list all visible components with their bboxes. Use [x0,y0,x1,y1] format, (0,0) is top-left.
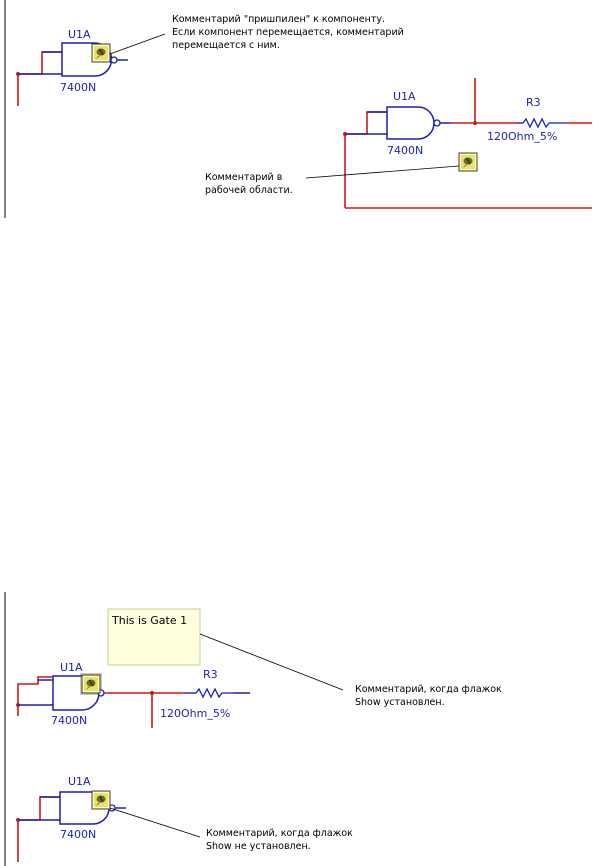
gate1-ref-label: U1A [68,28,91,41]
bottom-gate2-ref-label: U1A [68,775,91,788]
bottom-gate1-ref-label: U1A [60,661,83,674]
workspace-note-icon[interactable] [458,152,478,172]
note-workspace-line2: рабочей области. [205,185,293,196]
nand-gate-u1a-right[interactable]: U1A 7400N [343,90,451,208]
nand-gate-u1a-bottom2[interactable]: U1A 7400N [16,775,126,862]
bottom-resistor-value-label: 120Ohm_5% [160,707,230,720]
resistor-value-label: 120Ohm_5% [487,130,557,143]
gate2-ref-label: U1A [393,90,416,103]
bottom-resistor-ref-label: R3 [203,668,218,681]
note-shown-line2: Show установлен. [355,697,445,708]
note-pinned-line2: Если компонент перемещается, комментарий [172,27,404,38]
shown-note-icon[interactable] [81,674,101,694]
note-hidden-line2: Show не установлен. [206,841,311,852]
gate1-part-label: 7400N [60,81,96,94]
bottom-gate2-part-label: 7400N [60,828,96,841]
wires-bottom1 [104,691,250,728]
note-hidden-line1: Комментарий, когда флажок [206,828,353,839]
note-pinned-line3: перемещается с ним. [172,40,280,51]
note-pinned-line1: Комментарий "пришпилен" к компоненту. [172,14,385,25]
resistor-ref-label: R3 [526,96,541,109]
comment-tooltip[interactable]: This is Gate 1 [107,608,201,666]
bottom-panel: This is Gate 1 U1A 7400N R3 120Ohm_5% [4,592,502,866]
pinned-note-leader [109,33,166,55]
hidden-note-icon[interactable] [91,790,111,810]
pinned-note-icon[interactable] [91,43,111,63]
hidden-note-leader [109,807,201,838]
shown-note-leader [199,633,344,691]
top-panel: U1A 7400N Комментарий "пришпилен" к комп… [4,0,592,218]
tooltip-text: This is Gate 1 [111,614,187,627]
note-workspace-line1: Комментарий в [205,172,283,183]
nand-gate-u1a-bottom1[interactable]: U1A 7400N [16,661,105,727]
bottom-gate1-part-label: 7400N [51,714,87,727]
note-shown-line1: Комментарий, когда флажок [355,684,502,695]
workspace-note-leader [305,165,460,179]
nand-gate-u1a-top-left[interactable]: U1A 7400N [16,28,128,106]
wires-top-right [345,78,592,209]
resistor-r3-top[interactable]: R3 120Ohm_5% [487,96,566,143]
gate2-part-label: 7400N [387,144,423,157]
resistor-r3-bottom[interactable]: R3 120Ohm_5% [160,668,233,720]
